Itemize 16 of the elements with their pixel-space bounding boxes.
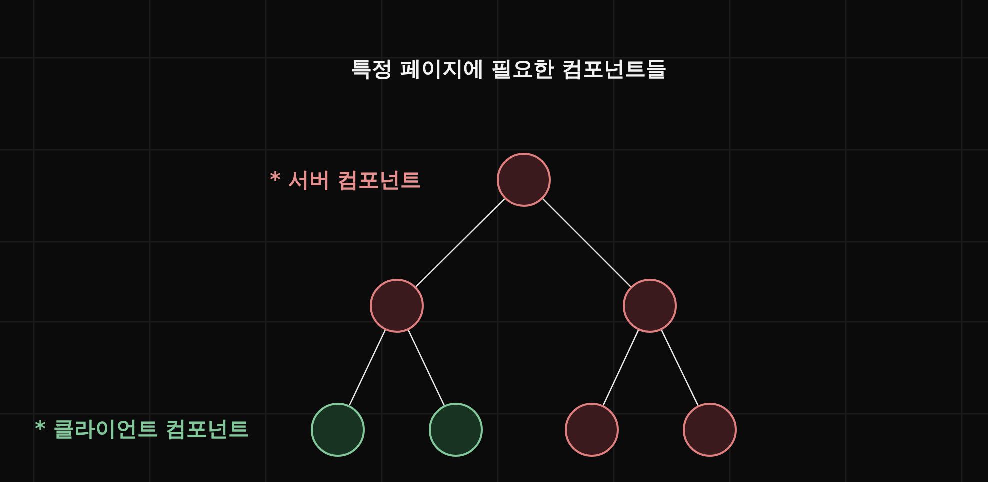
tree-node-circle bbox=[565, 403, 619, 457]
tree-node-circle bbox=[311, 403, 365, 457]
connector-line bbox=[661, 330, 699, 406]
tree-node-circle bbox=[429, 403, 483, 457]
title: 특정 페이지에 필요한 컴포넌트들 bbox=[350, 56, 668, 83]
connector-line bbox=[349, 330, 386, 406]
tree-node-circle bbox=[370, 279, 424, 333]
connector-line bbox=[602, 330, 640, 406]
tree-node-circle bbox=[623, 279, 677, 333]
annotation-label: * 서버 컴포넌트 bbox=[270, 167, 422, 194]
connector-line bbox=[542, 198, 632, 288]
tree-node-circle bbox=[683, 403, 737, 457]
tree-node-circle bbox=[497, 153, 551, 207]
connector-line bbox=[408, 330, 445, 406]
annotation-label: * 클라이언트 컴포넌트 bbox=[35, 416, 250, 443]
connector-line bbox=[416, 198, 506, 288]
